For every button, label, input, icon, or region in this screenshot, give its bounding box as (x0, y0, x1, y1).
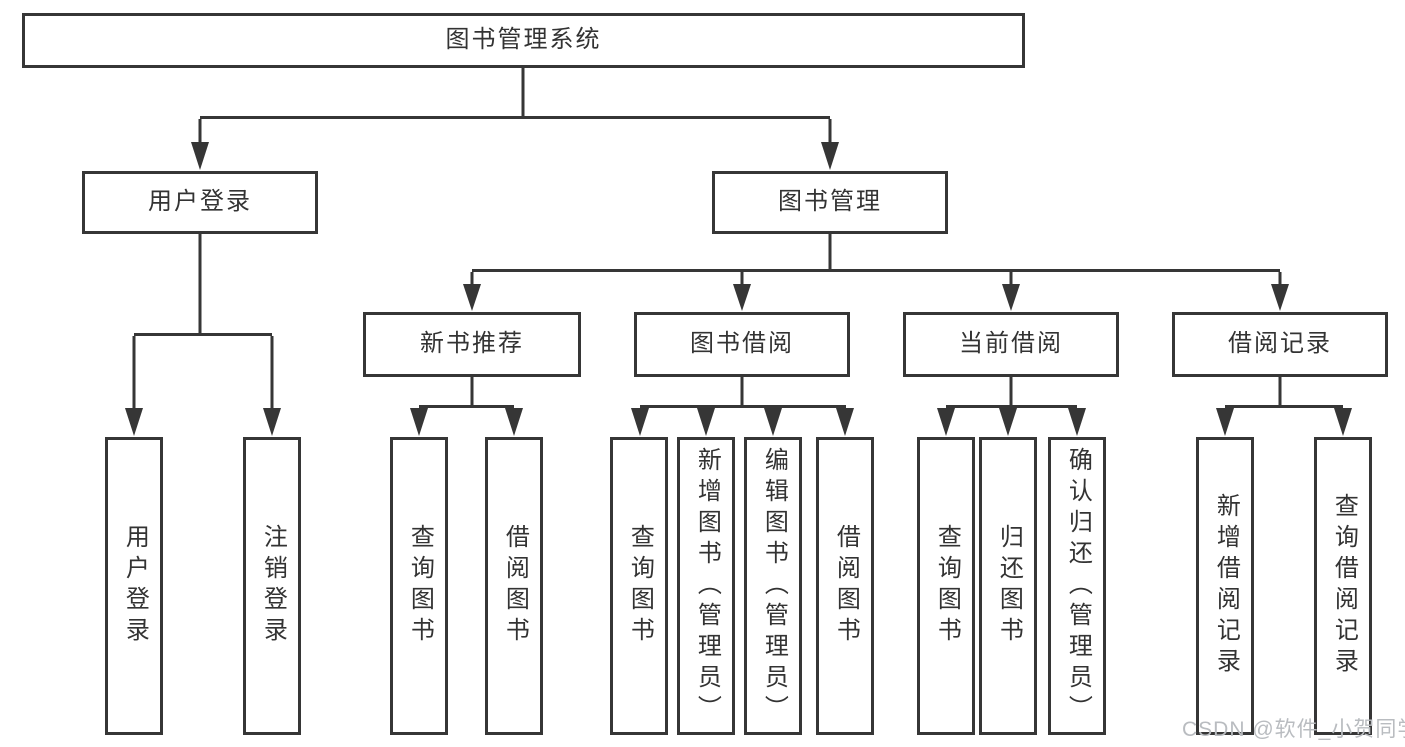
arrowhead-currentborrow (1002, 284, 1020, 311)
leaf-return-book: 归还图书 (979, 437, 1037, 735)
node-book-borrow-label: 图书借阅 (690, 330, 794, 358)
leaf-query-book-1: 查询图书 (390, 437, 448, 735)
node-current-borrow: 当前借阅 (903, 312, 1119, 377)
arrowhead-return-book (999, 408, 1017, 436)
leaf-query-book-2-label: 查询图书 (626, 524, 654, 648)
arrowhead-add-book (697, 408, 715, 436)
node-new-book-recommend: 新书推荐 (363, 312, 581, 377)
arrowhead-edit-book (764, 408, 782, 436)
arrowhead-add-record (1216, 408, 1234, 436)
node-user-login: 用户登录 (82, 171, 318, 234)
csdn-watermark: CSDN @软件_小贺同学 (1182, 718, 1405, 741)
leaf-confirm-return-admin: 确认归还（管理员） (1048, 437, 1106, 735)
arrowhead-query-book-3 (937, 408, 955, 436)
leaf-edit-book-admin-label: 编辑图书（管理员） (760, 446, 788, 726)
node-new-book-recommend-label: 新书推荐 (420, 330, 524, 358)
arrowhead-login (125, 408, 143, 436)
arrowhead-query-record (1334, 408, 1352, 436)
leaf-query-borrow-record-label: 查询借阅记录 (1330, 493, 1358, 679)
leaf-borrow-book-2-label: 借阅图书 (832, 524, 860, 648)
node-book-management: 图书管理 (712, 171, 948, 234)
leaf-query-book-2: 查询图书 (610, 437, 668, 735)
node-borrow-records: 借阅记录 (1172, 312, 1388, 377)
node-current-borrow-label: 当前借阅 (959, 330, 1063, 358)
leaf-add-book-admin-label: 新增图书（管理员） (693, 446, 721, 726)
node-user-login-label: 用户登录 (148, 188, 252, 216)
leaf-borrow-book-2: 借阅图书 (816, 437, 874, 735)
leaf-logout: 注销登录 (243, 437, 301, 735)
leaf-return-book-label: 归还图书 (995, 524, 1023, 648)
leaf-user-login: 用户登录 (105, 437, 163, 735)
node-library-system-label: 图书管理系统 (445, 26, 602, 54)
arrowhead-logout (263, 408, 281, 436)
node-borrow-records-label: 借阅记录 (1228, 330, 1332, 358)
leaf-edit-book-admin: 编辑图书（管理员） (744, 437, 802, 735)
leaf-query-book-3: 查询图书 (917, 437, 975, 735)
leaf-borrow-book-1-label: 借阅图书 (501, 524, 529, 648)
leaf-add-borrow-record: 新增借阅记录 (1196, 437, 1254, 735)
leaf-query-book-3-label: 查询图书 (933, 524, 961, 648)
arrowhead-borrowrecords (1271, 284, 1289, 311)
node-book-management-label: 图书管理 (778, 188, 882, 216)
leaf-logout-label: 注销登录 (259, 524, 287, 648)
node-book-borrow: 图书借阅 (634, 312, 850, 377)
leaf-query-book-1-label: 查询图书 (406, 524, 434, 648)
leaf-add-borrow-record-label: 新增借阅记录 (1212, 493, 1240, 679)
arrowhead-user-login (191, 142, 209, 170)
arrowhead-confirm-return (1068, 408, 1086, 436)
arrowhead-borrow-book-2 (836, 408, 854, 436)
node-library-system: 图书管理系统 (22, 13, 1025, 68)
leaf-add-book-admin: 新增图书（管理员） (677, 437, 735, 735)
arrowhead-query-book-1 (410, 408, 428, 436)
leaf-borrow-book-1: 借阅图书 (485, 437, 543, 735)
arrowhead-bookborrow (733, 284, 751, 311)
leaf-query-borrow-record: 查询借阅记录 (1314, 437, 1372, 735)
arrowhead-book-mgmt (821, 142, 839, 170)
arrowhead-newbook (463, 284, 481, 311)
leaf-user-login-label: 用户登录 (121, 524, 149, 648)
arrowhead-query-book-2 (631, 408, 649, 436)
arrowhead-borrow-book-1 (505, 408, 523, 436)
leaf-confirm-return-admin-label: 确认归还（管理员） (1064, 446, 1092, 726)
